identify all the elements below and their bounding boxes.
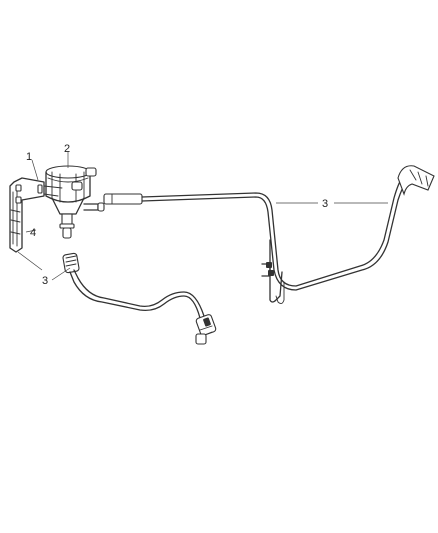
callout-3-right: 3	[322, 198, 328, 210]
mounting-bracket	[9, 177, 63, 253]
callout-leaders	[17, 152, 388, 281]
callout-3-left: 3	[42, 275, 48, 287]
vapor-hose-left	[62, 252, 217, 345]
purge-valve-canister	[45, 165, 105, 239]
vapor-hose-right	[103, 165, 435, 305]
callout-1: 1	[26, 151, 32, 163]
callout-2: 2	[64, 143, 70, 155]
callout-4: 4	[30, 227, 36, 239]
callout-labels: 1 2 3 3 4	[26, 143, 328, 287]
